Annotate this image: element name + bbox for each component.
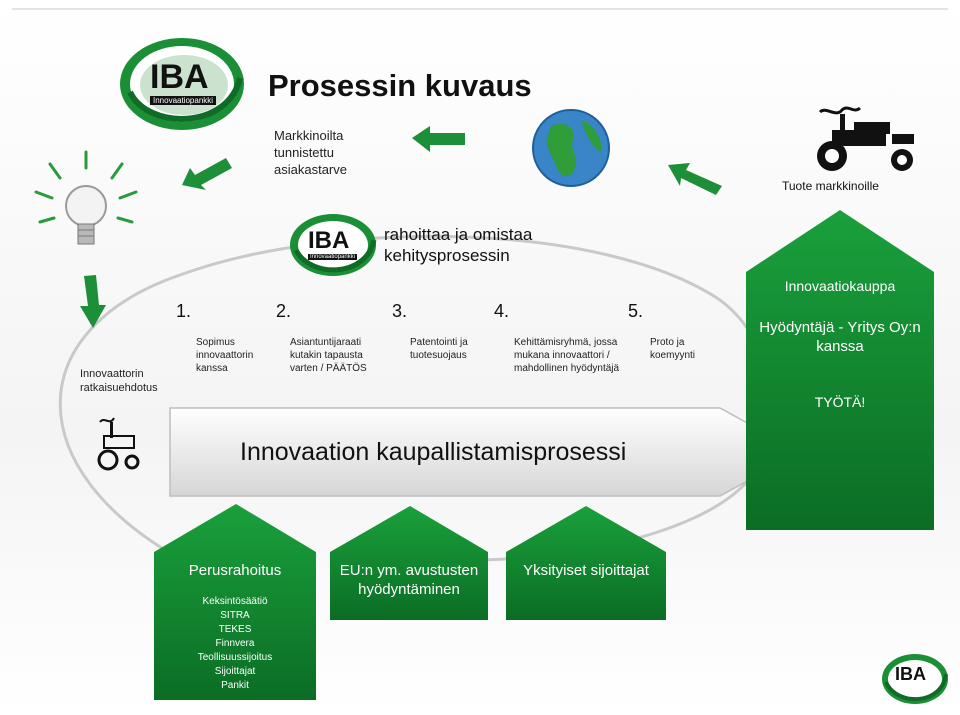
funding-box-title: Yksityiset sijoittajat	[523, 562, 649, 579]
funding-box-list: Keksintösäätiö SITRA TEKES Finnvera Teol…	[154, 595, 316, 693]
product-to-market-text: Tuote markkinoille	[782, 179, 879, 193]
step-number: 4.	[494, 301, 510, 321]
process-arrow-label: Innovaation kaupallistamisprosessi	[240, 438, 627, 466]
iba-logo-large: IBA Innovaatiopankki	[118, 34, 248, 139]
funding-item: Finnvera	[215, 638, 255, 649]
finances-owns-text: rahoittaa ja omistaa kehitysprosessin	[384, 225, 533, 265]
innovator-solution-text: Innovaattorin ratkaisuehdotus	[80, 368, 158, 394]
arrow-downleft-icon	[182, 158, 232, 190]
step-text: Sopimus innovaattorin kanssa	[196, 337, 254, 374]
funding-box-title: EU:n ym. avustusten hyödyntäminen	[339, 562, 479, 598]
step-number: 5.	[628, 301, 644, 321]
iba-logo-medium: IBA Innovaatiopankki	[288, 212, 378, 283]
arrow-left-icon-1	[412, 126, 465, 152]
innovation-trade-title: Innovaatiokauppa	[784, 278, 896, 294]
process-curve	[58, 234, 770, 562]
arrow-down-icon	[80, 275, 106, 328]
funding-item: TEKES	[218, 624, 252, 635]
iba-logo-small: IBA	[880, 652, 950, 711]
step-text: Kehittämisryhmä, jossa mukana innovaatto…	[514, 337, 620, 374]
innovation-trade-subtitle: Hyödyntäjä - Yritys Oy:n kanssa	[759, 319, 921, 355]
innovation-trade-work: TYÖTÄ!	[814, 394, 866, 410]
step-number: 3.	[392, 301, 408, 321]
funding-item: Keksintösäätiö	[202, 596, 268, 607]
step-number: 1.	[176, 301, 192, 321]
step-text: Proto ja koemyynti	[650, 337, 696, 361]
step-number: 2.	[276, 301, 292, 321]
lightbulb-icon	[30, 148, 142, 265]
step-text: Asiantuntijaraati kutakin tapausta varte…	[290, 337, 367, 374]
page-title: Prosessin kuvaus	[268, 68, 532, 103]
arrow-left-icon-2	[668, 163, 722, 195]
logo-subtitle: Innovaatiopankki	[150, 96, 217, 105]
logo-subtitle-medium: Innovaatiopankki	[308, 254, 358, 260]
globe-icon	[531, 108, 611, 193]
funding-item: SITRA	[220, 610, 250, 621]
funding-item: Pankit	[221, 680, 249, 691]
small-tractor-icon	[96, 414, 142, 481]
logo-text: IBA	[150, 58, 209, 96]
logo-text-small: IBA	[895, 664, 926, 684]
funding-box-title: Perusrahoitus	[188, 562, 282, 579]
market-need-text: Markkinoilta tunnistettu asiakastarve	[274, 128, 347, 177]
funding-item: Sijoittajat	[214, 666, 256, 677]
logo-text-medium: IBA	[308, 227, 350, 254]
funding-item: Teollisuussijoitus	[197, 652, 273, 663]
tractor-icon	[806, 104, 922, 179]
step-text: Patentointi ja tuotesuojaus	[410, 337, 468, 361]
